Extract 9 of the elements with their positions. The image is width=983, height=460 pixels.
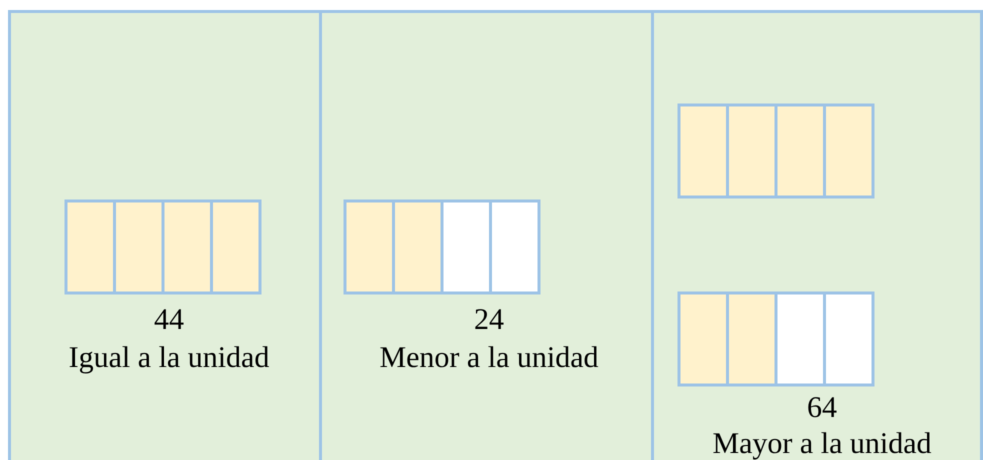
fraction-number: 64	[807, 393, 837, 423]
fraction-number: 24	[474, 305, 504, 335]
fraction-number: 44	[154, 305, 184, 335]
caption-text: Mayor a la unidad	[712, 429, 932, 459]
panel-background	[319, 10, 654, 460]
caption-text: Menor a la unidad	[379, 343, 599, 373]
panel-background	[651, 10, 983, 460]
panel-background	[8, 10, 322, 460]
caption-text: Igual a la unidad	[68, 343, 270, 373]
